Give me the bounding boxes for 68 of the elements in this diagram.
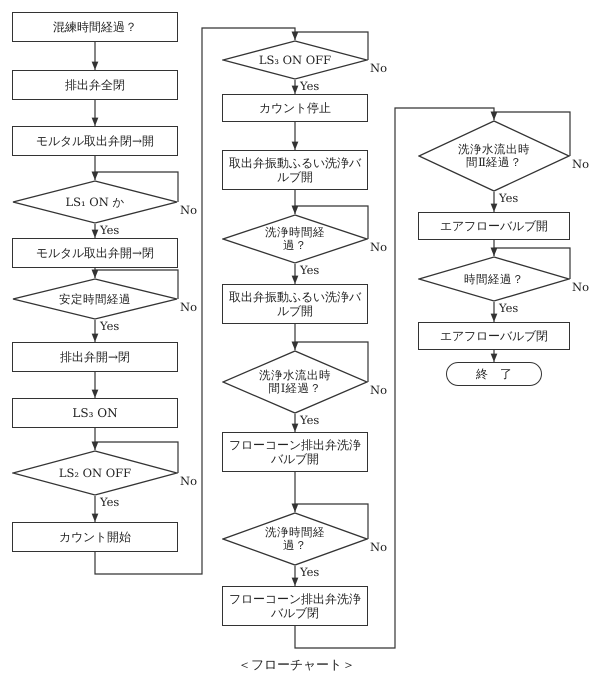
arrow <box>292 122 298 150</box>
arrow <box>294 107 498 649</box>
arrow <box>94 27 298 575</box>
process-box: 排出弁開→閉 <box>12 342 178 372</box>
process-box: 取出弁振動ふるい洗浄バルブ開 <box>222 284 368 324</box>
loop-arrow <box>92 269 179 299</box>
process-box: 排出弁全閉 <box>12 70 178 100</box>
decision-diamond: 洗浄水流出時間Ⅱ経過？ <box>418 120 570 192</box>
edge-label: Yes <box>99 496 120 508</box>
process-box: フローコーン排出弁洗浄バルブ閉 <box>222 586 368 626</box>
decision-diamond: LS₁ ON か <box>12 180 178 224</box>
terminal-box: 終 了 <box>446 362 542 386</box>
process-box: エアフローバルブ閉 <box>418 322 570 350</box>
process-box: カウント開始 <box>12 522 178 552</box>
edge-label: Yes <box>498 192 520 204</box>
decision-diamond: 洗浄時間経過？ <box>222 214 368 264</box>
process-box: 混練時間経過？ <box>12 12 178 42</box>
loop-arrow <box>292 31 369 60</box>
edge-label: No <box>369 62 388 74</box>
arrow <box>92 42 98 70</box>
edge-label: Yes <box>99 320 120 332</box>
loop-arrow <box>490 111 571 156</box>
process-box: モルタル取出弁閉→開 <box>12 126 178 156</box>
decision-diamond: 安定時間経過 <box>12 278 178 320</box>
edge-label: Yes <box>299 80 320 92</box>
edge-label: No <box>571 158 590 170</box>
process-box: LS₃ ON <box>12 398 178 428</box>
edge-label: Yes <box>299 566 320 578</box>
loop-arrow <box>92 171 179 202</box>
process-box: フローコーン排出弁洗浄バルブ開 <box>222 432 368 472</box>
loop-arrow <box>92 441 179 473</box>
process-box: エアフローバルブ開 <box>418 212 570 240</box>
arrow <box>92 372 98 398</box>
arrow <box>490 192 498 212</box>
decision-diamond: LS₂ ON OFF <box>12 450 178 496</box>
edge-label: No <box>179 204 198 216</box>
arrow <box>292 80 298 94</box>
loop-arrow <box>292 205 369 239</box>
edge-label: No <box>369 241 388 253</box>
edge-label: No <box>179 301 198 313</box>
edge-label: Yes <box>299 264 320 276</box>
process-box: モルタル取出弁開→閉 <box>12 238 178 268</box>
edge-label: No <box>369 541 388 553</box>
decision-diamond: 時間経過？ <box>418 256 570 302</box>
arrow <box>92 224 98 238</box>
arrow <box>490 350 498 362</box>
loop-arrow <box>490 247 571 279</box>
arrow <box>490 302 498 322</box>
arrow <box>292 414 298 432</box>
arrow <box>292 264 298 284</box>
edge-label: No <box>571 281 590 293</box>
arrow <box>92 320 98 342</box>
arrow <box>292 566 298 586</box>
decision-diamond: 洗浄水流出時間Ⅰ経過？ <box>222 350 368 414</box>
arrow <box>92 100 98 126</box>
loop-arrow <box>292 341 369 382</box>
edge-label: Yes <box>498 302 520 314</box>
process-box: カウント停止 <box>222 94 368 122</box>
decision-diamond: LS₃ ON OFF <box>222 40 368 80</box>
edge-label: Yes <box>299 414 320 426</box>
process-box: 取出弁振動ふるい洗浄バルブ開 <box>222 150 368 190</box>
edge-label: No <box>179 475 198 487</box>
caption: ＜フローチャート＞ <box>238 657 355 674</box>
edge-label: Yes <box>99 224 120 236</box>
loop-arrow <box>292 503 369 539</box>
arrow <box>92 496 98 522</box>
decision-diamond: 洗浄時間経過？ <box>222 512 368 566</box>
edge-label: No <box>369 384 388 396</box>
